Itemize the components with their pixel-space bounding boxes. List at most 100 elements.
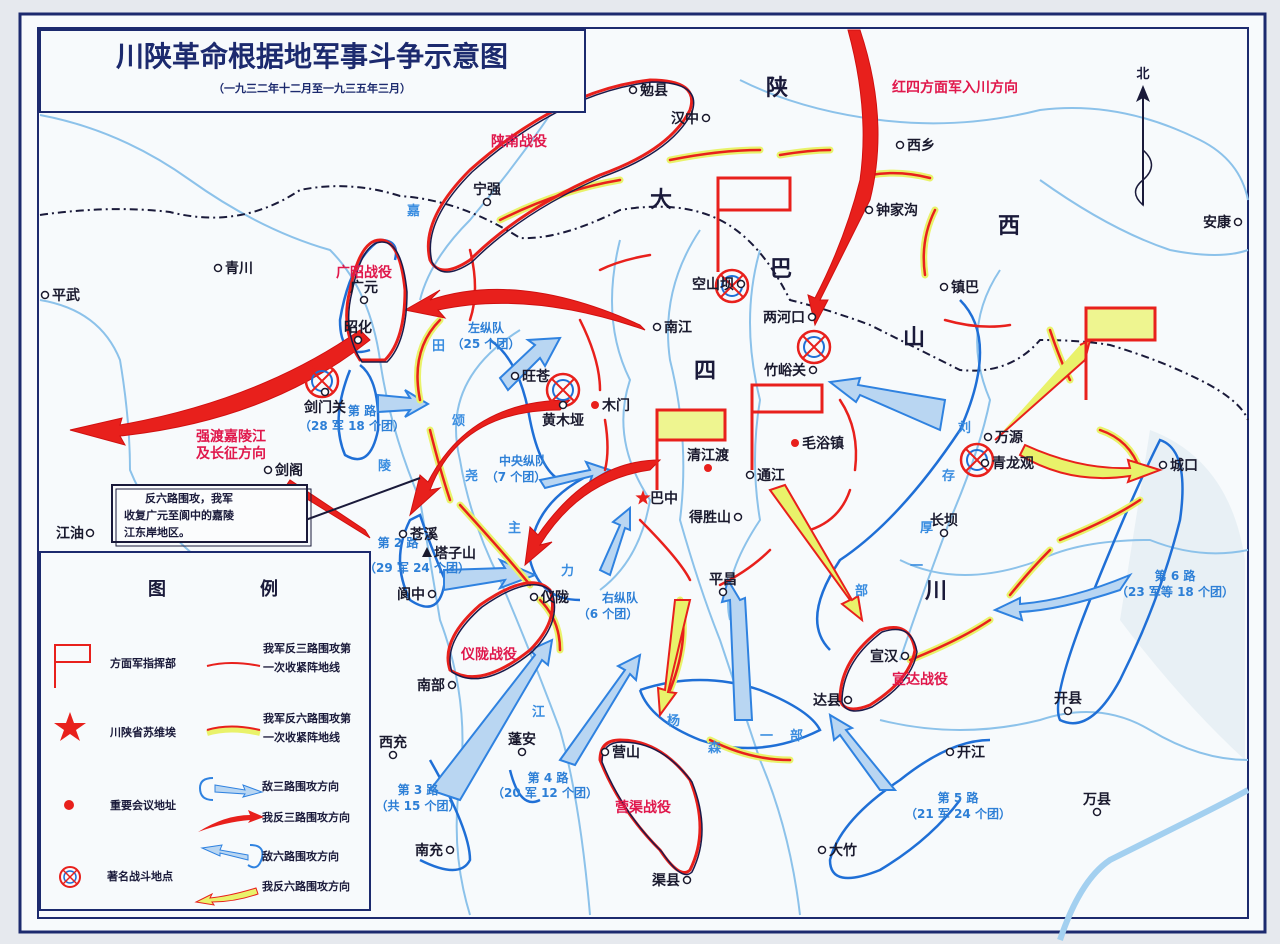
town-marker-icon — [817, 845, 827, 855]
region-labels: 陕 大 巴 山 西 四 川 — [650, 76, 1020, 604]
place-peak: 塔子山 — [422, 545, 476, 562]
front-line-yellow-icon — [206, 726, 261, 736]
map-inner-frame — [37, 27, 1249, 919]
place-town: 昭化 — [344, 319, 372, 345]
place-name: 西充 — [379, 734, 407, 751]
entry-direction-label: 红四方面军入川方向 — [892, 79, 1018, 96]
legend-title: 例 — [260, 578, 278, 600]
note-callout: 反六路围攻，我军 收复广元至阆中的嘉陵 江东岸地区。 — [111, 477, 421, 547]
place-name: 昭化 — [344, 319, 372, 336]
river-label: 嘉 — [406, 203, 420, 219]
battle-label: 广昭战役 — [336, 264, 393, 281]
place-town: 达县 — [813, 692, 853, 709]
town-marker-icon — [900, 651, 910, 661]
town-marker-icon — [745, 470, 755, 480]
place-name: 南江 — [664, 319, 692, 336]
north-arrow: 北 — [1134, 67, 1153, 207]
place-town: 大竹 — [817, 842, 857, 859]
place-town: 平昌 — [709, 572, 737, 597]
army-label: 尧 — [465, 468, 478, 484]
place-town: 南江 — [652, 319, 692, 336]
army-label: 厚 — [920, 520, 933, 536]
enemy-arrow-three-icon — [198, 777, 264, 801]
town-marker-icon — [807, 312, 817, 322]
region-label: 大 — [650, 188, 672, 213]
flag-icon — [750, 383, 824, 470]
town-marker-icon — [427, 589, 437, 599]
flag-icon — [716, 176, 792, 272]
army-label: 刘 — [958, 420, 971, 436]
crossing-label: 强渡嘉陵江 — [196, 428, 266, 445]
place-name: 阆中 — [397, 586, 425, 603]
flag-icon — [655, 408, 727, 490]
region-label: 川 — [924, 579, 947, 604]
town-marker-icon — [652, 322, 662, 332]
note-text: 收复广元至阆中的嘉陵 — [124, 508, 235, 522]
peak-icon — [422, 547, 432, 557]
town-marker-icon — [1063, 706, 1073, 716]
battle-site-icon — [796, 329, 832, 365]
town-marker-icon — [388, 750, 398, 760]
force-detail: （20 军 12 个团） — [492, 785, 598, 800]
place-name: 毛浴镇 — [802, 435, 844, 452]
town-marker-icon — [517, 747, 527, 757]
force-name: 中央纵队 — [499, 453, 548, 468]
place-town: 蓬安 — [508, 731, 536, 757]
force-name: 第 2 路 — [378, 535, 420, 550]
force-name: 第 6 路 — [1155, 568, 1197, 583]
town-marker-icon — [701, 113, 711, 123]
place-town: 勉县 — [628, 82, 668, 99]
place-name: 空山坝 — [692, 276, 734, 293]
place-town: 广元 — [350, 279, 378, 305]
town-marker-icon — [85, 528, 95, 538]
army-label: 一 — [910, 559, 923, 574]
battle-site-icon — [59, 866, 81, 888]
army-label: 颂 — [452, 414, 465, 429]
legend-label: 敌三路围攻方向 — [262, 779, 339, 793]
town-marker-icon — [718, 587, 728, 597]
town-marker-icon — [447, 680, 457, 690]
place-town: 青龙观 — [980, 455, 1034, 472]
force-detail: （6 个团） — [578, 606, 639, 621]
place-name: 苍溪 — [409, 526, 439, 543]
place-town: 汉中 — [671, 110, 711, 127]
star-icon — [54, 712, 86, 741]
town-marker-icon — [980, 458, 990, 468]
place-name: 蓬安 — [508, 731, 536, 748]
town-marker-icon — [445, 845, 455, 855]
legend-label: 重要会议地址 — [110, 798, 176, 812]
legend-label: 著名战斗地点 — [107, 869, 173, 883]
places: 勉县汉中西乡宁强钟家沟安康青川平武空山坝镇巴广元南江两河口昭化旺苍竹峪关剑门关黄… — [40, 82, 1243, 889]
place-name: 通江 — [757, 467, 785, 484]
place-town: 南充 — [415, 842, 455, 859]
army-label: 存 — [942, 468, 955, 484]
force-name: 第 4 路 — [528, 770, 570, 785]
place-town: 仪陇 — [529, 589, 569, 606]
town-marker-icon — [1158, 460, 1168, 470]
front-line-red-icon — [206, 662, 261, 667]
town-marker-icon — [733, 512, 743, 522]
note-text: 江东岸地区。 — [124, 525, 190, 539]
place-name: 青龙观 — [992, 455, 1034, 472]
town-marker-icon — [736, 279, 746, 289]
place-name: 长坝 — [930, 512, 958, 529]
place-town: 宣汉 — [870, 648, 910, 665]
place-name: 得胜山 — [688, 509, 731, 526]
place-name: 汉中 — [671, 110, 699, 127]
town-marker-icon — [263, 465, 273, 475]
place-name: 塔子山 — [434, 545, 476, 562]
meeting-dot-icon — [704, 464, 712, 472]
legend-label: 一次收紧阵地线 — [263, 730, 340, 744]
place-name: 万源 — [994, 429, 1023, 446]
yellow-arrows — [656, 338, 1164, 718]
place-name: 仪陇 — [540, 589, 569, 606]
place-name: 巴中 — [650, 490, 678, 507]
army-label: 力 — [561, 563, 574, 579]
north-label: 北 — [1136, 67, 1149, 82]
force-detail: （21 军 24 个团） — [905, 806, 1011, 821]
force-detail: （23 军等 18 个团） — [1116, 584, 1234, 599]
force-detail: （25 个团） — [452, 336, 521, 351]
place-name: 开江 — [957, 744, 985, 761]
place-town: 西乡 — [895, 138, 935, 154]
town-marker-icon — [983, 432, 993, 442]
